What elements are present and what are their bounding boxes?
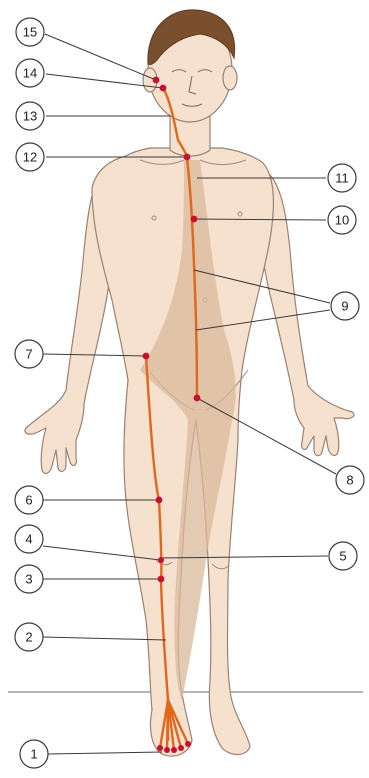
toe-point-1 — [157, 745, 163, 751]
acupoint-12 — [184, 154, 191, 161]
acupoint-3 — [158, 576, 165, 583]
callout-6: 6 — [15, 486, 43, 514]
leader-15 — [45, 34, 156, 80]
callout-15: 15 — [16, 18, 44, 46]
callout-label-15: 15 — [23, 25, 37, 40]
toe-point-5 — [185, 741, 191, 747]
callout-label-4: 4 — [25, 532, 32, 547]
callout-label-8: 8 — [346, 473, 353, 488]
callout-label-6: 6 — [25, 493, 32, 508]
leader-1 — [48, 752, 162, 754]
callout-label-2: 2 — [25, 630, 32, 645]
callout-label-14: 14 — [23, 66, 37, 81]
callout-label-13: 13 — [23, 109, 37, 124]
callout-label-5: 5 — [339, 549, 346, 564]
acupoint-4 — [158, 557, 164, 563]
callout-11: 11 — [328, 164, 356, 192]
acupoint-6 — [156, 497, 163, 504]
callout-8: 8 — [336, 466, 364, 494]
callout-label-12: 12 — [23, 150, 37, 165]
acupoint-15 — [153, 77, 160, 84]
callout-4: 4 — [15, 525, 43, 553]
callout-2: 2 — [15, 623, 43, 651]
callout-12: 12 — [16, 143, 44, 171]
callout-13: 13 — [16, 102, 44, 130]
acupoint-14 — [160, 85, 167, 92]
callout-1: 1 — [20, 740, 48, 768]
callout-label-3: 3 — [25, 572, 32, 587]
ear-right — [223, 66, 237, 90]
callout-3: 3 — [15, 565, 43, 593]
toe-point-2 — [164, 747, 170, 753]
callout-label-9: 9 — [341, 299, 348, 314]
callout-label-7: 7 — [25, 347, 32, 362]
callout-5: 5 — [329, 542, 357, 570]
acupoint-7 — [143, 353, 150, 360]
callout-label-1: 1 — [30, 747, 37, 762]
callout-14: 14 — [16, 59, 44, 87]
callout-label-10: 10 — [335, 213, 349, 228]
acupoint-8 — [194, 395, 201, 402]
acupoint-10 — [191, 216, 198, 223]
callout-7: 7 — [15, 340, 43, 368]
toe-point-4 — [178, 745, 184, 751]
toe-point-3 — [171, 747, 177, 753]
callout-label-11: 11 — [335, 171, 349, 186]
callout-9: 9 — [331, 292, 359, 320]
callout-10: 10 — [328, 206, 356, 234]
